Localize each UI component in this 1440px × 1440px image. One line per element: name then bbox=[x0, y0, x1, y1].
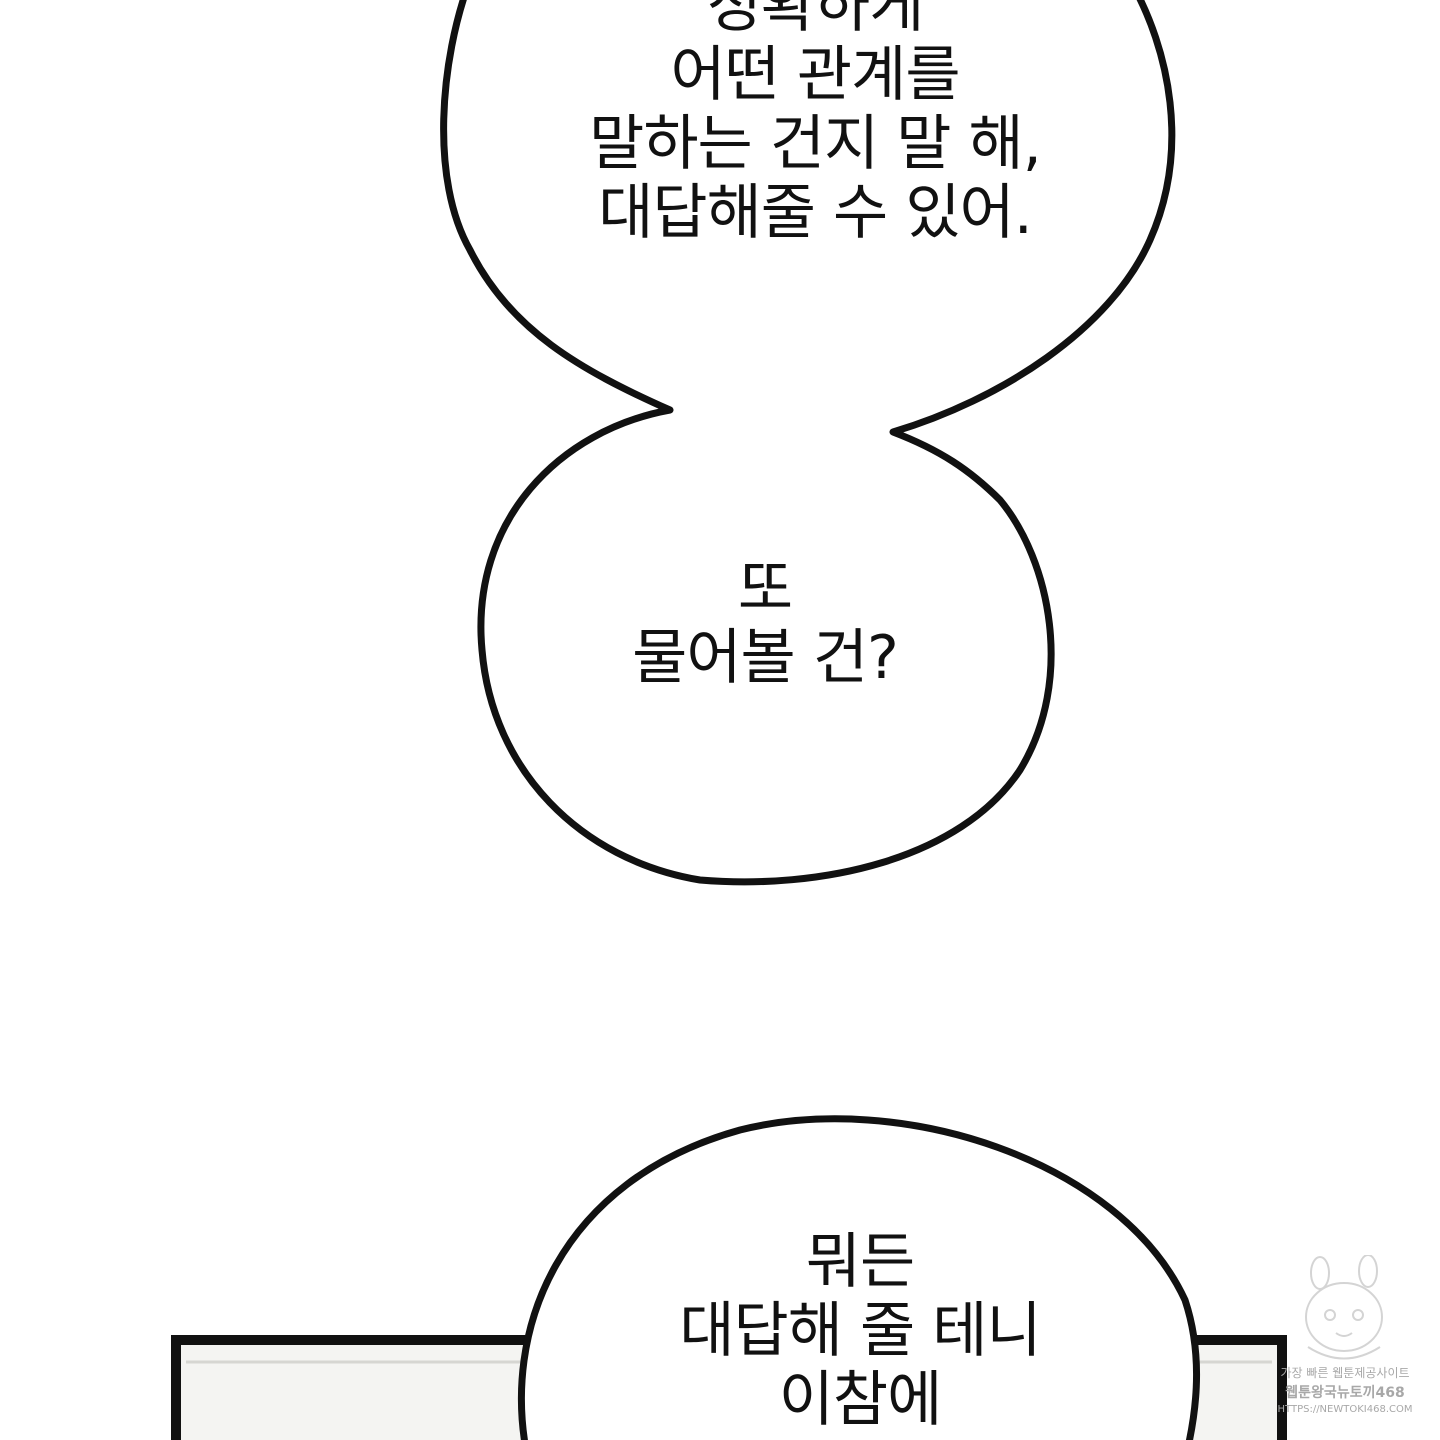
watermark-site-name: 웹툰왕국뉴토끼468 bbox=[1285, 1385, 1405, 1401]
speech-bubble-bottom bbox=[518, 1115, 1200, 1440]
speech-bubble-top-middle bbox=[440, 0, 1176, 886]
watermark-url: HTTPS://NEWTOKI468.COM bbox=[1277, 1404, 1413, 1415]
speech-text-middle: 또 물어볼 건? bbox=[565, 555, 965, 693]
speech-line: 뭐든 bbox=[805, 1227, 915, 1297]
speech-line: 이참에 bbox=[778, 1365, 943, 1435]
watermark-tagline: 가장 빠른 웹툰제공사이트 bbox=[1280, 1366, 1410, 1380]
speech-line: 또 bbox=[737, 554, 793, 624]
watermark-mascot-icon bbox=[1305, 1255, 1383, 1360]
speech-line: 대답해줄 수 있어. bbox=[598, 178, 1033, 248]
speech-text-bottom: 뭐든 대답해 줄 테니 이참에 bbox=[620, 1228, 1100, 1435]
speech-line: 물어볼 건? bbox=[632, 623, 899, 693]
speech-line: 대답해 줄 테니 bbox=[679, 1296, 1041, 1366]
speech-line: 어떤 관계를 bbox=[670, 40, 960, 110]
speech-line: 정확하게 bbox=[706, 0, 925, 41]
speech-text-top: 정확하게 어떤 관계를 말하는 건지 말 해, 대답해줄 수 있어. bbox=[545, 0, 1085, 248]
speech-line: 말하는 건지 말 해, bbox=[589, 109, 1042, 179]
